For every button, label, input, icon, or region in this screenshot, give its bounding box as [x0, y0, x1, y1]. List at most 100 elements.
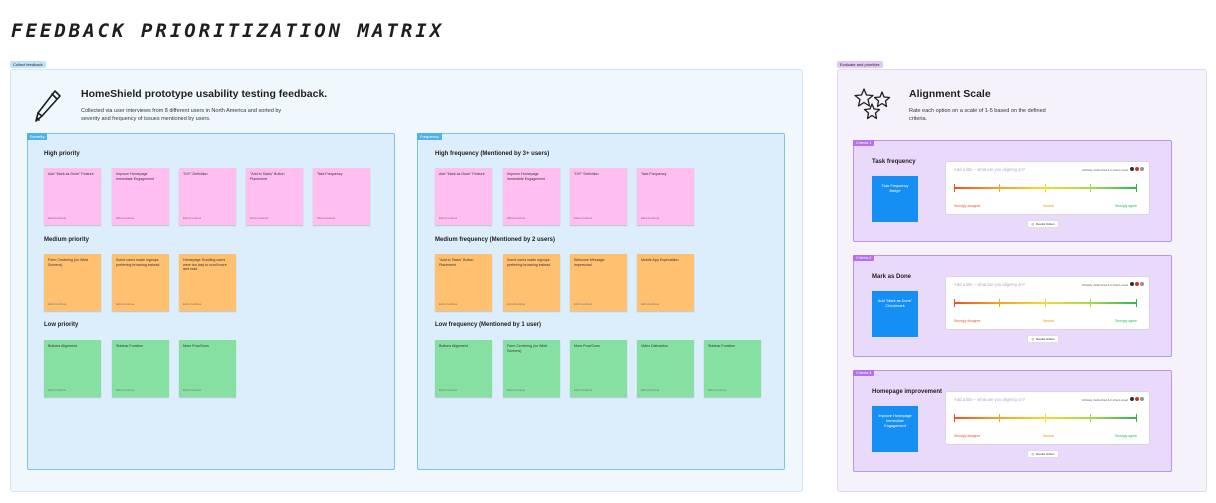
criteria-title: Mark as Done: [872, 274, 912, 280]
criteria-tag: Criteria 2: [853, 255, 875, 261]
scale-tick-3[interactable]: [1045, 414, 1046, 422]
scale-tick-1[interactable]: [954, 184, 955, 192]
sticky-note[interactable]: Form Centering (on Wide Screens)Eldra Fe…: [44, 254, 101, 311]
scale-tick-5[interactable]: [1136, 299, 1137, 307]
alignment-scale-widget[interactable]: Add a title – what are you aligning on? …: [945, 391, 1150, 445]
sticky-text: Form Centering (on Wide Screens): [48, 258, 89, 267]
avatar: [1139, 281, 1145, 287]
option-card[interactable]: Add "Mark as Done" Checkmark: [872, 291, 918, 337]
sticky-text: Video Distraction: [641, 344, 669, 348]
collect-description-line-2: severity and frequency of issues mention…: [81, 116, 211, 122]
voter-avatars: [1129, 396, 1145, 402]
scale-tick-2[interactable]: [999, 414, 1000, 422]
sticky-author: Eldra Ferdinas: [708, 388, 727, 393]
option-card[interactable]: Improve Homepage Immediate Engagement: [872, 406, 918, 452]
sticky-author: Eldra Ferdinas: [116, 216, 135, 221]
evaluate-section-tag[interactable]: Evaluate and prioritize: [837, 61, 883, 68]
results-hidden-button[interactable]: ◎Results hidden: [1027, 450, 1059, 458]
sticky-text: Buttons Alignment: [439, 344, 468, 348]
results-hidden-button[interactable]: ◎Results hidden: [1027, 335, 1059, 343]
sticky-text: Sidebar Function: [116, 344, 144, 348]
results-label: Results hidden: [1035, 337, 1055, 341]
scale-tick-5[interactable]: [1136, 184, 1137, 192]
eye-off-icon: ◎: [1031, 222, 1034, 226]
sticky-author: Eldra Ferdinas: [641, 302, 660, 307]
scale-label-disagree: Strongly disagree: [954, 434, 981, 438]
sticky-text: "DIY" Definition: [183, 172, 208, 176]
severity-panel-tag: Severity: [27, 133, 48, 140]
sticky-text: Some users made signups preferring brows…: [507, 258, 551, 267]
sticky-text: "DIY" Definition: [574, 172, 599, 176]
sticky-note[interactable]: Form Centering (on Wide Screens) Eldra Fe…: [503, 340, 560, 397]
scale-tick-1[interactable]: [954, 414, 955, 422]
alignment-scale-widget[interactable]: Add a title – what are you aligning on? …: [945, 161, 1150, 215]
voter-avatars: [1129, 166, 1145, 172]
evaluate-description-line-2: criteria.: [909, 116, 928, 122]
scale-label-disagree: Strongly disagree: [954, 204, 981, 208]
scale-tick-2[interactable]: [999, 299, 1000, 307]
sticky-note[interactable]: Some users made signups preferring brows…: [112, 254, 169, 311]
scale-tick-2[interactable]: [999, 184, 1000, 192]
sticky-author: Eldra Ferdinas: [574, 302, 593, 307]
scale-tick-5[interactable]: [1136, 414, 1137, 422]
scale-title-input[interactable]: Add a title – what are you aligning on?: [954, 167, 1026, 172]
scale-title-input[interactable]: Add a title – what are you aligning on?: [954, 397, 1026, 402]
sticky-note[interactable]: Some users made signups preferring brows…: [503, 254, 560, 311]
collect-section-tag[interactable]: Collect feedback: [10, 61, 46, 68]
scale-tick-3[interactable]: [1045, 299, 1046, 307]
sticky-text: Improve Homepage Immediate Engagement: [507, 172, 546, 181]
scale-label-neutral: Neutral: [1043, 319, 1054, 323]
sticky-note[interactable]: Homepage Scrolling users were too lazy t…: [179, 254, 236, 311]
sticky-text: "Add to Tasks" Button Placement: [250, 172, 285, 181]
scale-tick-4[interactable]: [1090, 299, 1091, 307]
sticky-text: Form Centering (on Wide Screens): [507, 344, 548, 353]
criteria-card[interactable]: Criteria 2 Mark as Done Add "Mark as Don…: [853, 255, 1172, 357]
sticky-author: Eldra Ferdinas: [116, 302, 135, 307]
scale-tick-3[interactable]: [1045, 184, 1046, 192]
alignment-scale-widget[interactable]: Add a title – what are you aligning on? …: [945, 276, 1150, 330]
sticky-text: Sidebar Function: [708, 344, 736, 348]
sticky-author: Eldra Ferdinas: [183, 302, 202, 307]
scale-label-agree: Strongly agree: [1114, 319, 1137, 323]
results-hidden-button[interactable]: ◎Results hidden: [1027, 220, 1059, 228]
scale-title-input[interactable]: Add a title – what are you aligning on?: [954, 282, 1026, 287]
criteria-card[interactable]: Criteria 1 Task frequency Task Frequency…: [853, 140, 1172, 242]
scale-tick-4[interactable]: [1090, 414, 1091, 422]
sticky-text: More Pros/Cons: [574, 344, 600, 348]
sticky-author: Eldra Ferdinas: [507, 388, 526, 393]
criteria-card[interactable]: Criteria 3 Homepage improvement Improve …: [853, 370, 1172, 472]
scale-tick-1[interactable]: [954, 299, 955, 307]
scale-slider[interactable]: [954, 414, 1137, 422]
scale-tick-4[interactable]: [1090, 184, 1091, 192]
scale-slider[interactable]: [954, 184, 1137, 192]
sticky-text: Add "Mark as Done" Feature: [439, 172, 485, 176]
scale-slider[interactable]: [954, 299, 1137, 307]
option-card[interactable]: Task Frequency Badge: [872, 176, 918, 222]
sticky-author: Eldra Ferdinas: [116, 388, 135, 393]
frequency-medium-label: Medium frequency (Mentioned by 2 users): [435, 237, 556, 243]
frequency-panel-tag: Frequency: [417, 133, 442, 140]
evaluate-title: Alignment Scale: [909, 88, 991, 100]
eye-off-icon: ◎: [1031, 337, 1034, 341]
sticky-text: Mobile App Expectation: [641, 258, 679, 262]
